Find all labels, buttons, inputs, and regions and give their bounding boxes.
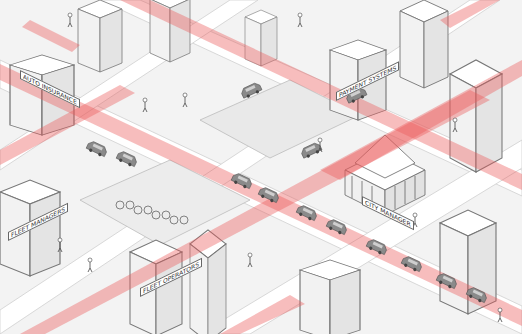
people [58, 13, 502, 322]
cars [86, 82, 489, 305]
bike-rack [116, 201, 188, 224]
